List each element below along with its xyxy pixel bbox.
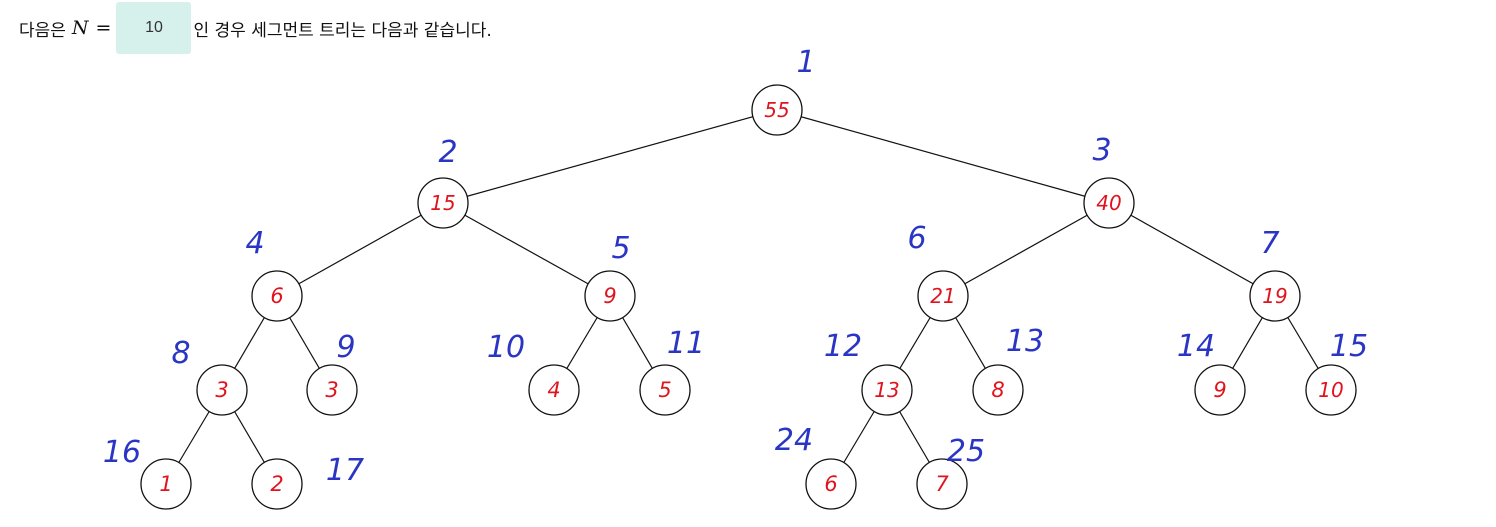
tree-node-3: 40	[1083, 177, 1135, 229]
node-value: 10	[1318, 378, 1343, 402]
tree-edge-2-5	[442, 202, 611, 297]
node-index-label-8: 8	[171, 336, 190, 371]
node-circle	[140, 458, 192, 510]
node-value: 13	[874, 378, 899, 402]
node-index-label-9: 9	[336, 330, 355, 365]
sentence-suffix: 인 경우 세그먼트 트리는 다음과 같습니다.	[193, 20, 492, 41]
node-value: 21	[930, 284, 955, 308]
node-index-label-16: 16	[103, 435, 141, 470]
tree-node-12: 13	[861, 364, 913, 416]
tree-node-2: 15	[417, 177, 469, 229]
node-index-label-14: 14	[1177, 329, 1215, 364]
node-value: 5	[658, 378, 671, 402]
node-circle	[1083, 177, 1135, 229]
problem-sentence: 다음은 N = 인 경우 세그먼트 트리는 다음과 같습니다.	[19, 2, 492, 54]
node-index-label-12: 12	[824, 329, 862, 364]
tree-node-11: 5	[639, 364, 691, 416]
node-value: 3	[325, 378, 338, 402]
tree-node-17: 2	[251, 458, 303, 510]
tree-node-5: 9	[584, 270, 636, 322]
node-index-label-24: 24	[775, 423, 813, 458]
sentence-prefix: 다음은	[19, 20, 66, 41]
node-index-label-1: 1	[796, 45, 815, 80]
tree-node-6: 21	[917, 270, 969, 322]
node-circle	[306, 364, 358, 416]
node-circle	[528, 364, 580, 416]
node-value: 40	[1096, 191, 1121, 215]
node-index-label-7: 7	[1260, 226, 1279, 261]
node-value: 3	[215, 378, 228, 402]
node-index-label-2: 2	[438, 135, 457, 170]
tree-edge-1-3	[776, 109, 1110, 204]
node-value: 55	[764, 98, 789, 122]
node-value: 6	[270, 284, 283, 308]
n-value-input[interactable]	[116, 2, 192, 54]
node-index-label-17: 17	[326, 453, 364, 488]
tree-edge-1-2	[442, 109, 778, 204]
node-circle	[584, 270, 636, 322]
node-circle	[417, 177, 469, 229]
node-value: 15	[430, 191, 455, 215]
node-circle	[1249, 270, 1301, 322]
tree-node-16: 1	[140, 458, 192, 510]
tree-node-14: 9	[1194, 364, 1246, 416]
node-circle	[972, 364, 1024, 416]
node-index-label-4: 4	[245, 226, 264, 261]
node-value: 9	[1213, 378, 1226, 402]
tree-node-1: 55	[751, 84, 803, 136]
node-circle	[1305, 364, 1357, 416]
node-index-label-3: 3	[1092, 133, 1111, 168]
node-circle	[196, 364, 248, 416]
node-index-label-11: 11	[667, 326, 705, 361]
node-index-label-10: 10	[487, 330, 525, 365]
node-index-label-25: 25	[947, 434, 985, 469]
tree-node-9: 3	[306, 364, 358, 416]
node-value: 7	[935, 472, 949, 496]
node-circle	[916, 458, 968, 510]
node-circle	[861, 364, 913, 416]
node-circle	[251, 458, 303, 510]
node-index-label-5: 5	[611, 231, 630, 266]
node-index-label-6: 6	[907, 221, 926, 256]
node-value: 6	[824, 472, 837, 496]
node-circle	[639, 364, 691, 416]
node-index-label-13: 13	[1006, 324, 1044, 359]
node-circle	[1194, 364, 1246, 416]
equals-sign: =	[95, 17, 112, 39]
tree-edge-3-6	[942, 202, 1110, 297]
node-circle	[751, 84, 803, 136]
node-circle	[805, 458, 857, 510]
node-value: 9	[603, 284, 616, 308]
node-value: 8	[991, 378, 1004, 402]
node-value: 2	[270, 472, 283, 496]
tree-node-15: 10	[1305, 364, 1357, 416]
tree-node-7: 19	[1249, 270, 1301, 322]
node-circle	[917, 270, 969, 322]
tree-edges	[165, 109, 1332, 485]
tree-edge-3-7	[1108, 202, 1276, 297]
tree-node-13: 8	[972, 364, 1024, 416]
node-value: 4	[547, 378, 560, 402]
tree-node-24: 6	[805, 458, 857, 510]
tree-node-4: 6	[251, 270, 303, 322]
node-index-label-15: 15	[1330, 329, 1368, 364]
node-value: 1	[159, 472, 172, 496]
tree-node-25: 7	[916, 458, 968, 510]
node-circle	[251, 270, 303, 322]
tree-node-10: 4	[528, 364, 580, 416]
variable-n: N	[71, 17, 89, 39]
tree-edge-2-4	[276, 202, 444, 297]
node-value: 19	[1262, 284, 1287, 308]
tree-node-8: 3	[196, 364, 248, 416]
